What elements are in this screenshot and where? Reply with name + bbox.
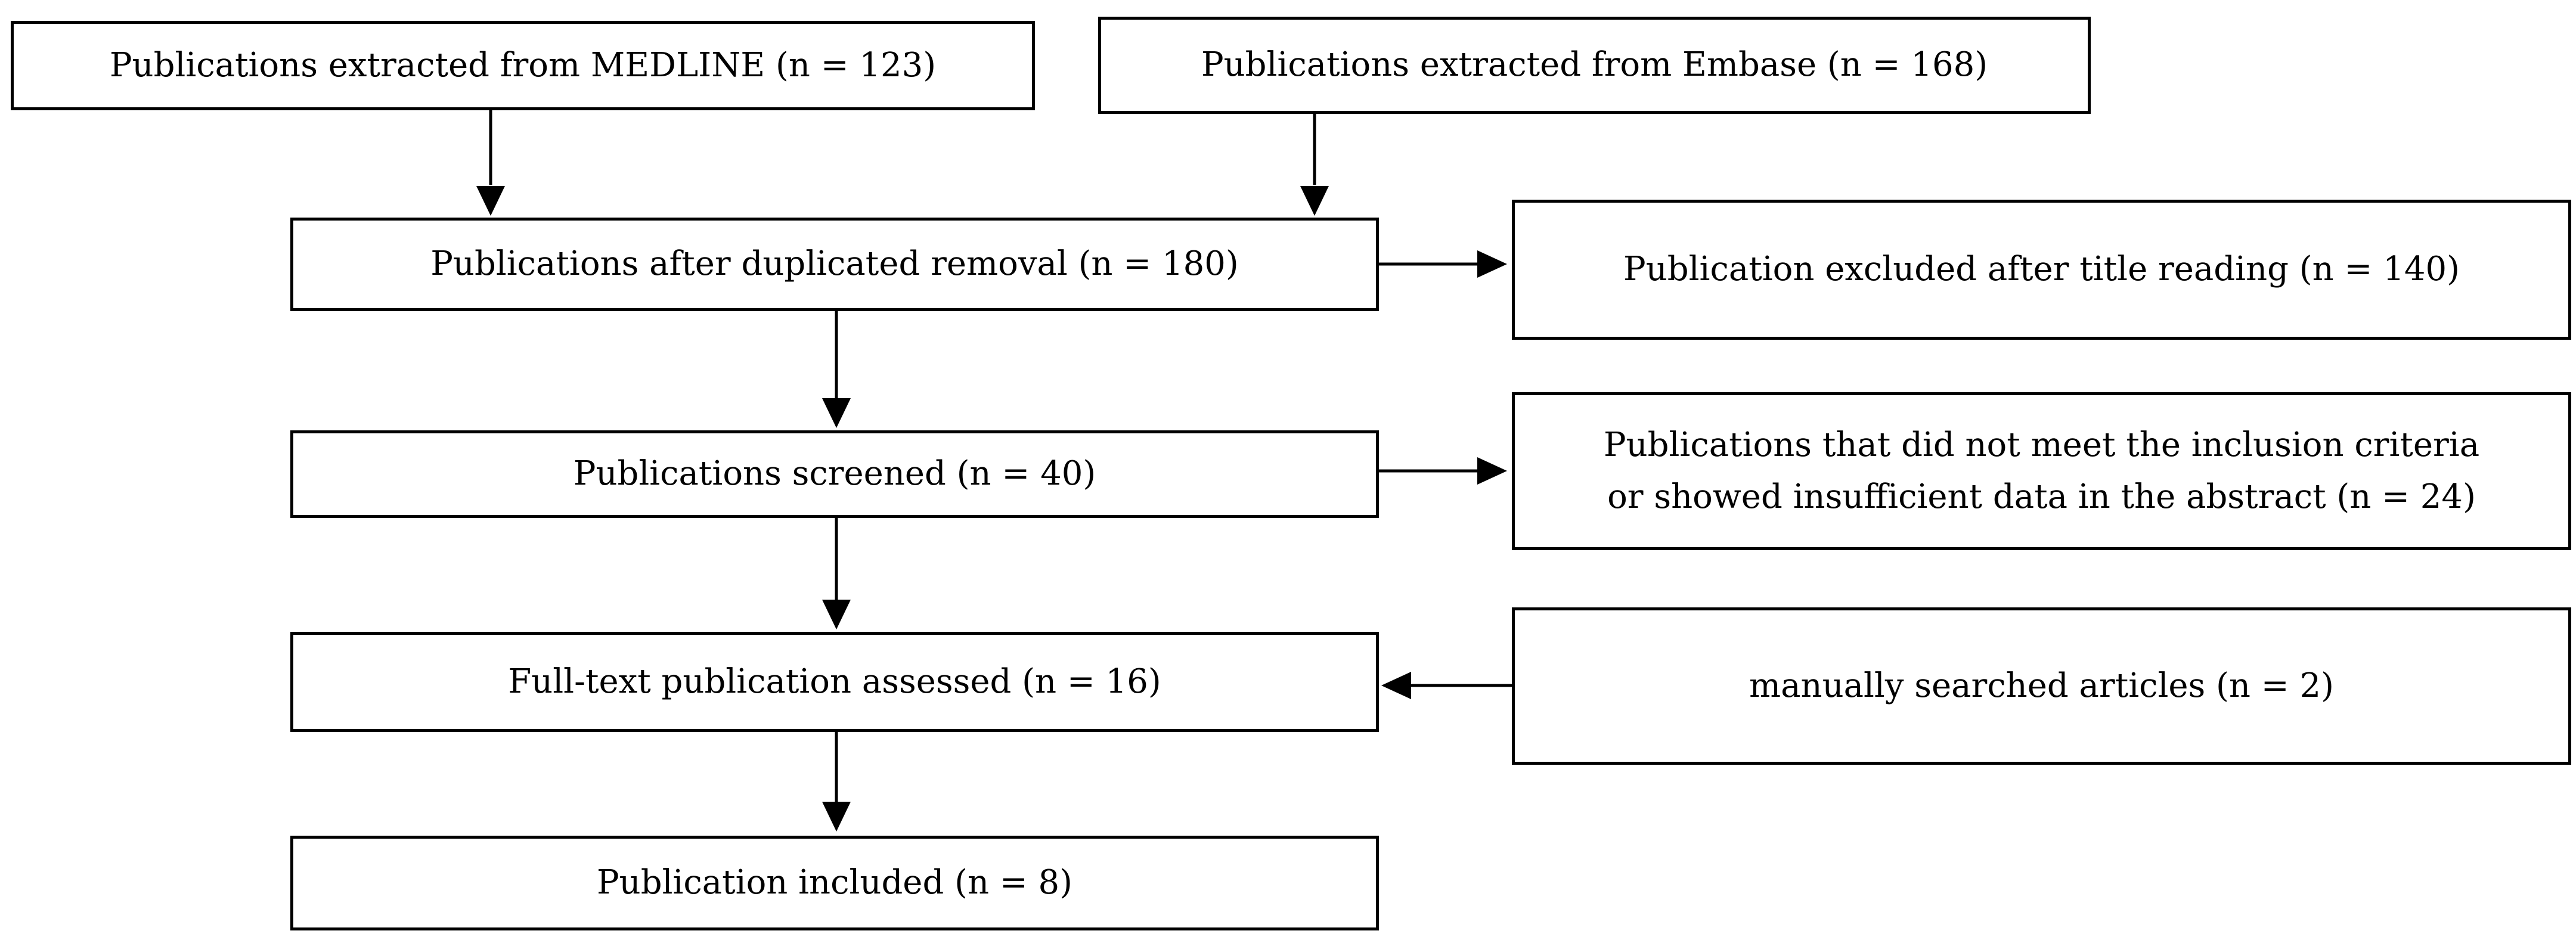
box-after-duplicates: Publications after duplicated removal (n… <box>290 218 1379 311</box>
arrow-dedup-to-screened <box>822 311 851 428</box>
box-excluded-criteria-label: Publications that did not meet the inclu… <box>1603 425 2480 516</box>
arrow-medline-to-dedup <box>476 110 505 216</box>
box-after-duplicates-label: Publications after duplicated removal (n… <box>430 244 1239 284</box>
arrow-full-text-to-included <box>822 732 851 832</box>
box-screened: Publications screened (n = 40) <box>290 430 1379 518</box>
arrow-screened-to-full-text <box>822 517 851 629</box>
box-excluded-criteria: Publications that did not meet the inclu… <box>1512 392 2571 550</box>
box-embase: Publications extracted from Embase (n = … <box>1098 17 2091 114</box>
box-embase-label: Publications extracted from Embase (n = … <box>1201 45 1988 85</box>
box-manual-search-label: manually searched articles (n = 2) <box>1749 666 2334 705</box>
box-excluded-title-label: Publication excluded after title reading… <box>1623 250 2460 289</box>
box-full-text: Full-text publication assessed (n = 16) <box>290 632 1379 732</box>
box-full-text-label: Full-text publication assessed (n = 16) <box>508 662 1161 701</box>
box-medline: Publications extracted from MEDLINE (n =… <box>11 21 1035 110</box>
box-excluded-title: Publication excluded after title reading… <box>1512 200 2571 340</box>
box-medline-label: Publications extracted from MEDLINE (n =… <box>109 45 937 85</box>
box-included-label: Publication included (n = 8) <box>596 863 1073 902</box>
arrow-embase-to-dedup <box>1300 113 1329 216</box>
box-included: Publication included (n = 8) <box>290 836 1379 930</box>
arrow-dedup-to-excluded-title <box>1379 250 1507 278</box>
arrow-manual-search-to-full-text <box>1381 672 1512 699</box>
box-screened-label: Publications screened (n = 40) <box>573 454 1096 494</box>
arrow-screened-to-excluded-criteria <box>1379 457 1507 485</box>
box-manual-search: manually searched articles (n = 2) <box>1512 607 2571 765</box>
